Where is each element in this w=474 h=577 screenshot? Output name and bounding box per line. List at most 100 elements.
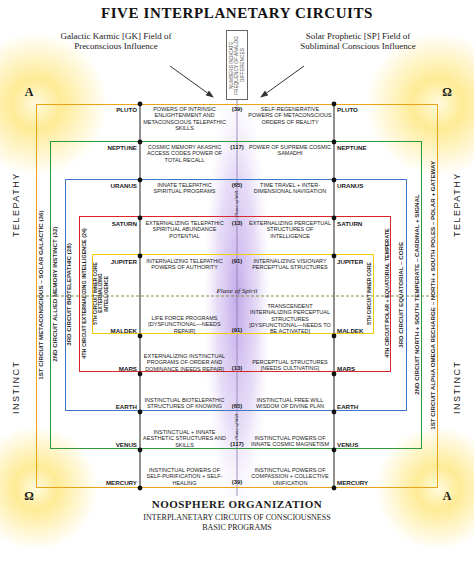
- frequency-number: (91): [226, 327, 248, 334]
- caption-line: NOOSPHERE ORGANIZATION: [0, 498, 474, 511]
- diagram-title: FIVE INTERPLANETARY CIRCUITS: [0, 5, 474, 22]
- program-text: TRANSCENDENT INTERNALIZING PERCEPTUAL ST…: [248, 303, 332, 334]
- frequency-number: (13): [226, 365, 248, 372]
- side-label: TELEPATHY: [11, 120, 21, 290]
- planet-dot: [138, 486, 143, 491]
- frequency-number: (65): [226, 182, 248, 189]
- note-text: NUMBERS INDICATE FREQUENCY OF ANALOG DIF…: [229, 34, 245, 96]
- plane-label: Plane of Will: [234, 190, 240, 218]
- program-text: POWERS OF INTRINSIC ENLIGHTENMENT AND ME…: [143, 106, 226, 131]
- program-text: INSTINCTUAL FREE WILL WISDOM OF DIVINE P…: [248, 397, 332, 410]
- program-text: SELF-REGENERATIVE POWERS OF METACONSCIOU…: [248, 106, 332, 125]
- circuit-label: 2ND CIRCUIT ALLIED MEMORY INSTINCT (32): [52, 145, 59, 444]
- planet-name: URANUS: [337, 182, 379, 189]
- planet-name: URANUS: [96, 182, 137, 189]
- field-heading: Galactic Karmic [GK] Field of Preconscio…: [52, 31, 180, 51]
- side-label: INSTINCT: [11, 302, 21, 472]
- side-label: INSTINCT: [452, 302, 462, 472]
- planet-dot: [332, 216, 337, 221]
- planet-name: SATURN: [337, 220, 379, 227]
- planet-name: MERCURY: [337, 479, 379, 486]
- sun-glow: [376, 426, 474, 550]
- program-text: EXTERNALIZING PERCEPTUAL STRUCTURES OF I…: [248, 220, 332, 239]
- planet-name: JUPITER: [96, 258, 137, 265]
- frequency-number: (39): [226, 479, 248, 486]
- frequency-number: (91): [226, 258, 248, 265]
- planet-name: MALDEK: [96, 327, 137, 334]
- planet-dot: [138, 334, 143, 339]
- circuit-label: 1ST CIRCUIT METACONSCIOUS – SOLAR GALACT…: [38, 108, 45, 483]
- frequency-number: (13): [226, 220, 248, 227]
- circuit-label: 1ST CIRCUIT ALPHA OMEGA RECHARGE – NORTH…: [430, 108, 437, 483]
- caption-line: BASIC PROGRAMS: [0, 523, 474, 532]
- circuit-label: 5TH CIRCUIT INNER CORE EXTERNALIZING INT…: [93, 258, 109, 329]
- plane-label: Plane of Will: [234, 413, 240, 441]
- program-text: INTERNALIZING TELEPATHIC POWERS OF AUTHO…: [143, 258, 226, 271]
- planet-dot: [138, 410, 143, 415]
- program-text: TIME TRAVEL + INTER-DIMENSIONAL NAVIGATI…: [248, 182, 332, 195]
- planet-dot: [332, 486, 337, 491]
- corner-symbol: Ω: [22, 490, 36, 504]
- program-text: INSTINCTUAL POWERS OF INNATE COSMIC MAGN…: [248, 435, 332, 448]
- frequency-number: (117): [226, 441, 248, 448]
- program-text: POWER OF SUPREME COSMIC SAMADHI: [248, 144, 332, 157]
- program-text: INSTINCTUAL POWERS OF COMPASSION + COLLE…: [248, 467, 332, 486]
- side-label: TELEPATHY: [452, 120, 462, 290]
- planet-dot: [332, 254, 337, 259]
- planet-axis: [140, 104, 141, 488]
- caption-line: INTERPLANETARY CIRCUITS OF CONSCIOUSNESS: [0, 513, 474, 522]
- circuit-label: 3RD CIRCUIT BIOTELEPATHIC (28): [66, 183, 73, 406]
- planet-dot: [138, 140, 143, 145]
- planet-dot: [332, 334, 337, 339]
- planet-dot: [138, 178, 143, 183]
- program-text: INSTINCTUAL POWERS OF SELF-PURIFICATION …: [143, 467, 226, 486]
- program-text: INSTINCTUAL + INNATE AESTHETIC STRUCTURE…: [143, 429, 226, 448]
- program-text: INNATE TELEPATHIC SPIRITUAL PROGRAMS: [143, 182, 226, 195]
- planet-name: JUPITER: [337, 258, 379, 265]
- planet-dot: [138, 448, 143, 453]
- program-text: INTERNALIZING VISIONARY PERCEPTUAL STRUC…: [248, 258, 332, 271]
- planet-name: PLUTO: [337, 106, 379, 113]
- planet-dot: [332, 178, 337, 183]
- frequency-number: (117): [226, 144, 248, 151]
- circuit-label: 2ND CIRCUIT NORTH + SOUTH TEMPERATE – CA…: [414, 145, 421, 444]
- field-arrow: [170, 66, 213, 97]
- corner-symbol: A: [22, 86, 36, 100]
- frequency-number: (39): [226, 106, 248, 113]
- frequency-number: (65): [226, 403, 248, 410]
- planet-dot: [332, 372, 337, 377]
- planet-dot: [332, 102, 337, 107]
- planet-name: SATURN: [96, 220, 137, 227]
- circuit-label: 4TH CIRCUIT EXTERNALIZING INTELLIGENCE (…: [81, 220, 87, 367]
- program-text: COSMIC MEMORY AKASHIC ACCESS CODES POWER…: [143, 144, 226, 163]
- planet-name: EARTH: [337, 403, 379, 410]
- planet-name: VENUS: [96, 441, 137, 448]
- program-text: LIFE FORCE PROGRAMS [DYSFUNCTIONAL—NEEDS…: [143, 315, 226, 334]
- planet-name: MARS: [337, 365, 379, 372]
- field-heading: Solar Prophetic [SP] Field of Subliminal…: [294, 31, 422, 51]
- circuit-label: 3RD CIRCUIT EQUATORIAL – CORE: [398, 183, 405, 406]
- sun-glow: [0, 426, 98, 550]
- circuit-label: 4TH CIRCUIT POLAR + EQUATORIAL TEMPERATE: [384, 220, 390, 367]
- planet-name: NEPTUNE: [96, 144, 137, 151]
- planet-name: NEPTUNE: [337, 144, 379, 151]
- corner-symbol: A: [440, 490, 454, 504]
- corner-symbol: Ω: [440, 86, 454, 100]
- program-text: EXTERNALIZING INSTINCTUAL PROGRAMS OF OR…: [143, 353, 226, 372]
- planet-dot: [138, 372, 143, 377]
- planet-dot: [138, 216, 143, 221]
- planet-dot: [138, 254, 143, 259]
- planet-name: MARS: [96, 365, 137, 372]
- program-text: PERCEPTUAL STRUCTURES [NEEDS CULTIVATING…: [248, 359, 332, 372]
- planet-dot: [332, 410, 337, 415]
- planet-name: EARTH: [96, 403, 137, 410]
- plane-label: Plane of Spirit: [187, 287, 287, 295]
- program-text: EXTERNALIZING TELEPATHIC SPIRITUAL ABUND…: [143, 220, 226, 239]
- note-box: NUMBERS INDICATE FREQUENCY OF ANALOG DIF…: [226, 30, 248, 100]
- planet-name: PLUTO: [96, 106, 137, 113]
- circuit-label: 5TH CIRCUIT INNER CORE: [367, 258, 372, 329]
- program-text: INSTINCTUAL BIOTELEPATHIC STRUCTURES OF …: [143, 397, 226, 410]
